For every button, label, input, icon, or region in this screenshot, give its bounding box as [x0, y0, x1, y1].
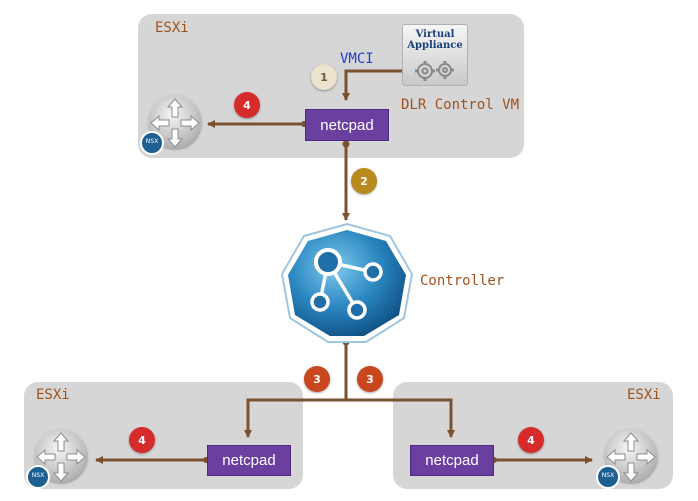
dlr-control-vm-label: DLR Control VM: [401, 97, 520, 113]
netcpad-bottom-left: netcpad: [207, 445, 291, 476]
right-branch-connector: [346, 398, 455, 438]
virtual-appliance-icon: Virtual Appliance: [402, 24, 468, 86]
nsx-badge-top: NSX: [145, 138, 159, 145]
step-3-left-badge: 3: [304, 366, 330, 392]
vmci-label: VMCI: [340, 51, 374, 67]
step-4-left-badge: 4: [129, 427, 155, 453]
step-4-top-badge: 4: [234, 92, 260, 118]
step-2-badge: 2: [351, 168, 377, 194]
esxi-label-top: ESXi: [155, 20, 189, 36]
step-3-right-badge: 3: [357, 366, 383, 392]
appliance-title-line2: Appliance: [407, 40, 463, 51]
controller-label: Controller: [420, 273, 505, 289]
appliance-title-line1: Virtual: [415, 29, 455, 40]
gears-icon: [415, 61, 454, 81]
netcpad-bottom-right: netcpad: [410, 445, 494, 476]
router-top-icon: [140, 94, 204, 155]
controller-icon: [280, 222, 414, 343]
netcpad-top: netcpad: [305, 109, 389, 141]
router-bottom-left: NSX: [24, 427, 94, 493]
step-4-right-badge: 4: [518, 427, 544, 453]
left-branch-connector: [244, 398, 346, 438]
esxi-label-bottom-right: ESXi: [627, 387, 661, 403]
router-bottom-left-icon: [26, 428, 90, 489]
router-top: NSX: [138, 93, 208, 159]
router-bottom-right-icon: [596, 428, 660, 489]
step-1-badge: 1: [311, 64, 337, 90]
nsx-badge-bottom-left: NSX: [31, 472, 45, 479]
router-bottom-right: NSX: [594, 427, 664, 493]
vmci-connector: [342, 69, 402, 101]
esxi-label-bottom-left: ESXi: [36, 387, 70, 403]
nsx-badge-bottom-right: NSX: [601, 472, 615, 479]
